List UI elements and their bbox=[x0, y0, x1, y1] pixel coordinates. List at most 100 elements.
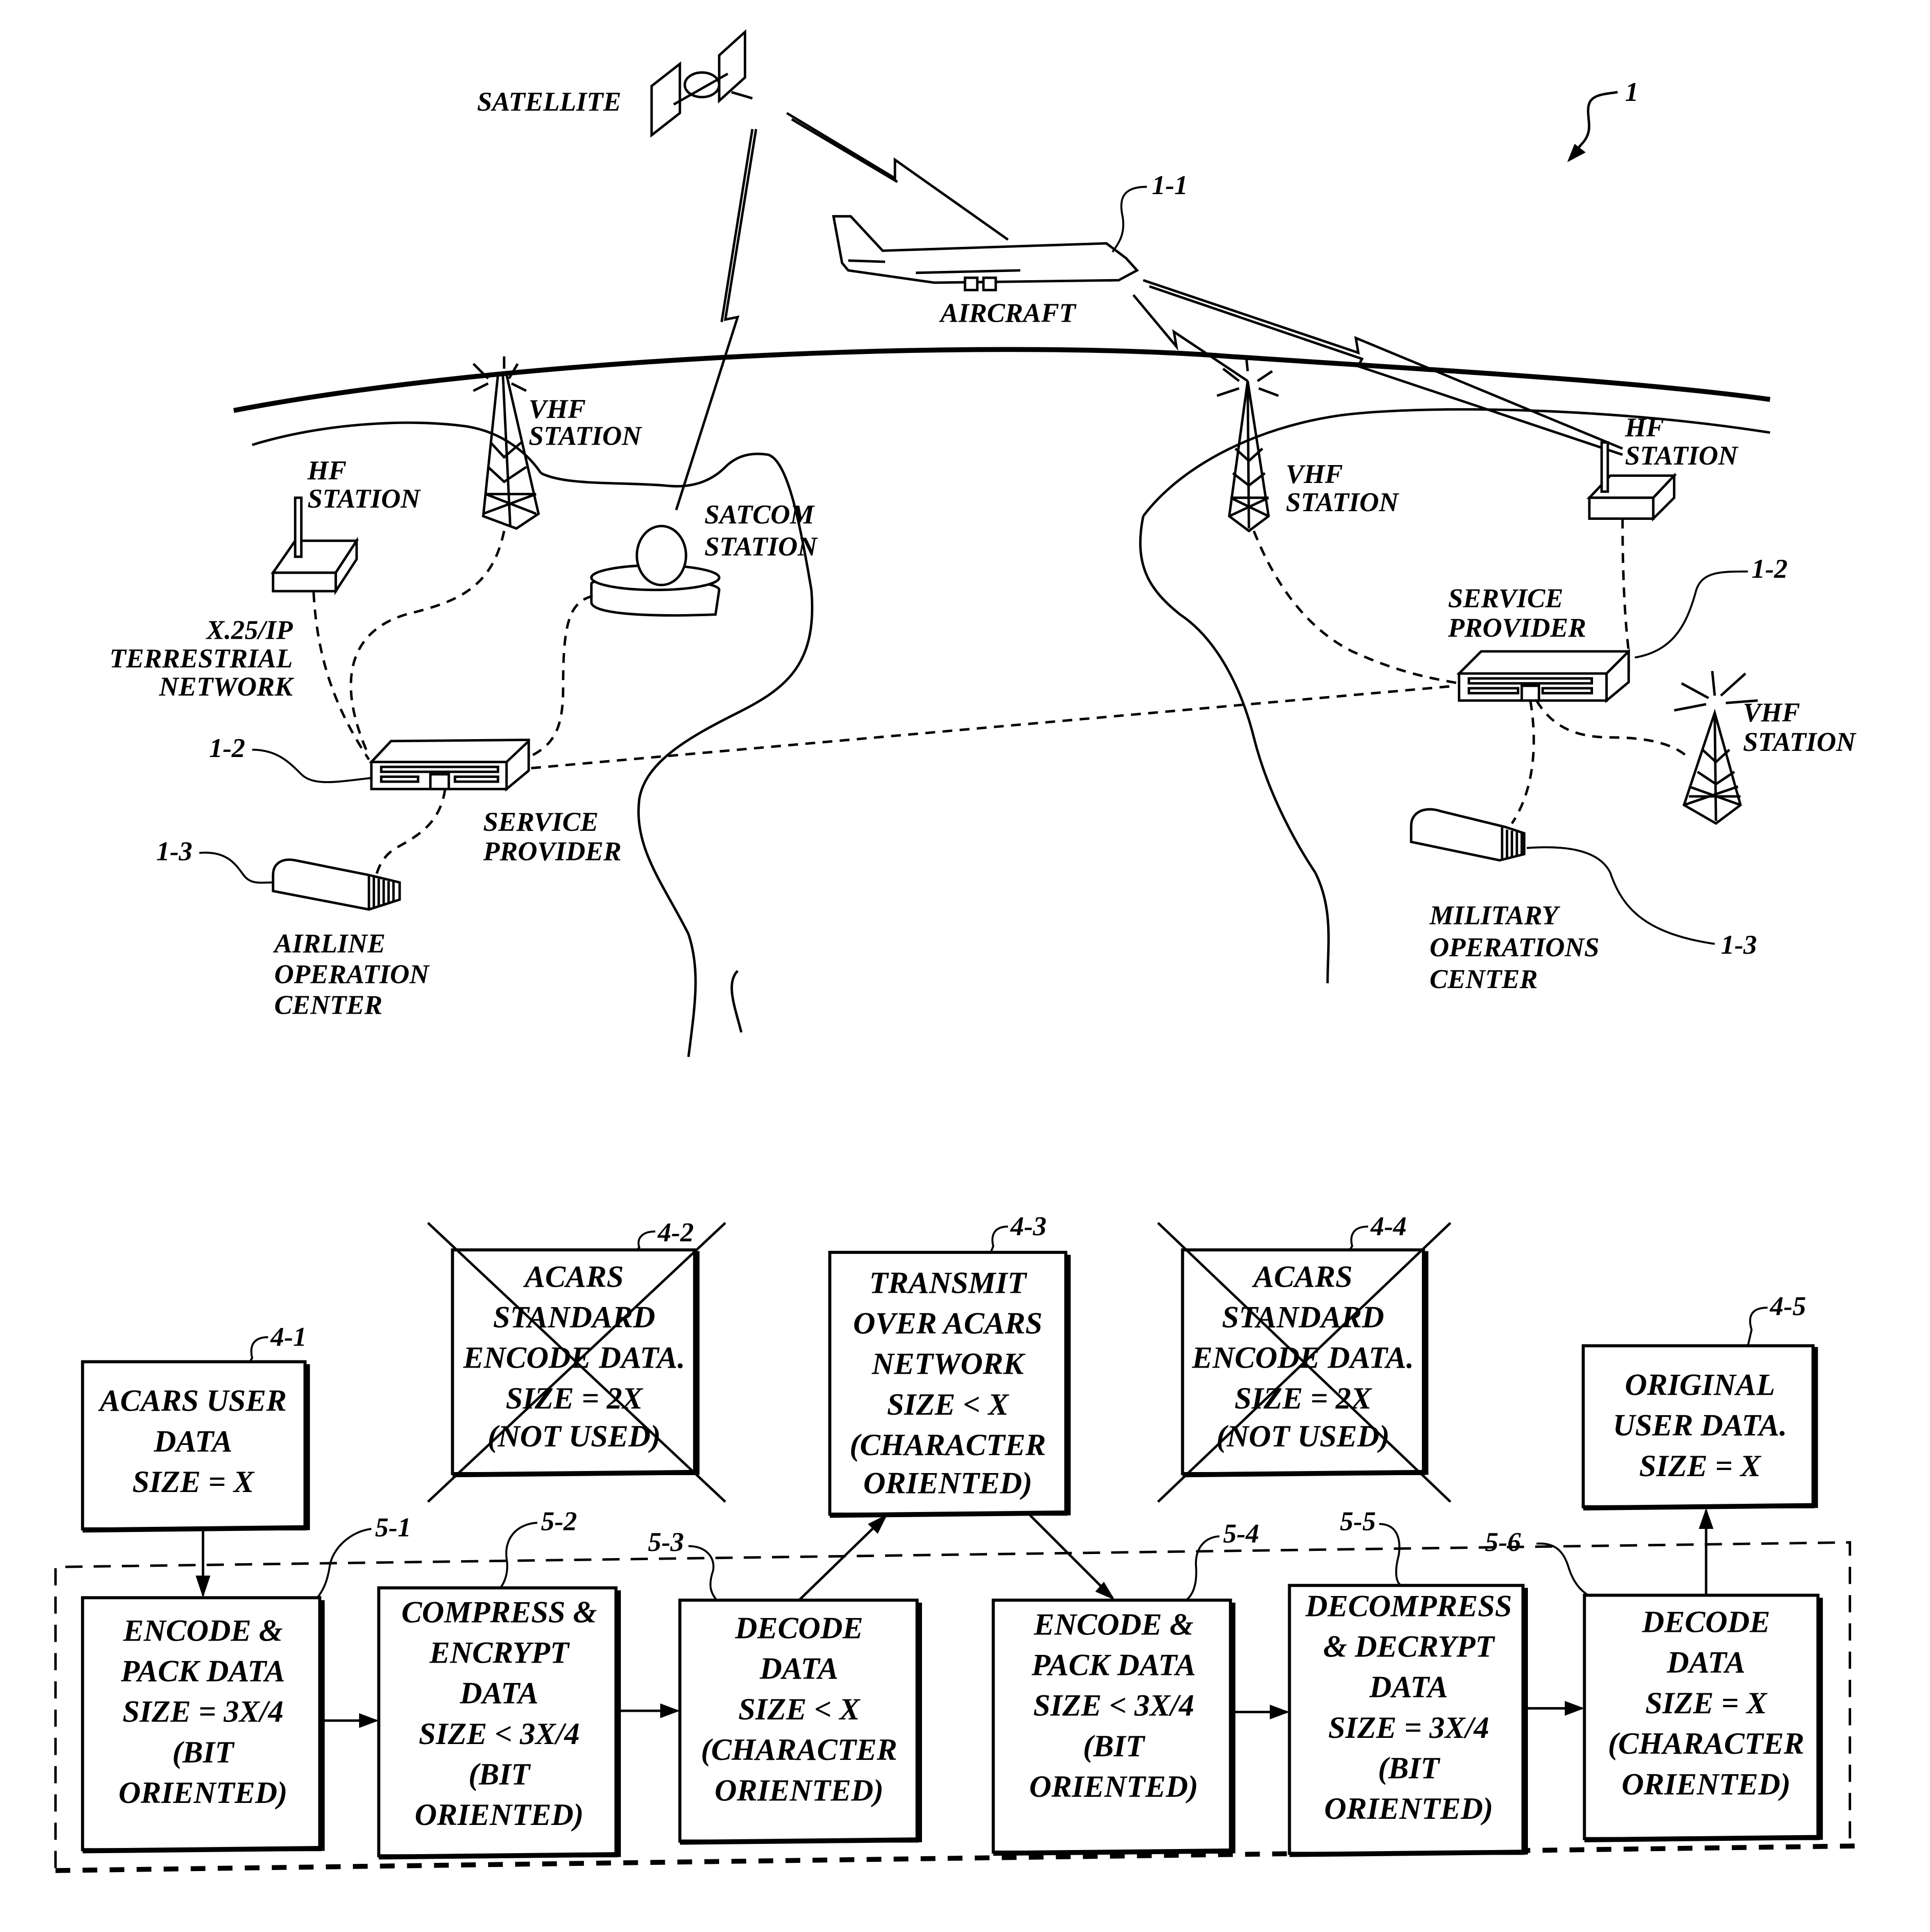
service-provider-right: SERVICE PROVIDER 1-2 bbox=[1448, 554, 1788, 703]
box-4-5: ORIGINAL USER DATA. SIZE = X 4-5 bbox=[1581, 1291, 1818, 1510]
not-used-cross bbox=[1157, 1222, 1452, 1503]
svg-text:MILITARY: MILITARY bbox=[1429, 900, 1561, 930]
svg-text:(BIT: (BIT bbox=[469, 1757, 531, 1791]
satcom-station: SATCOM STATION bbox=[590, 500, 818, 617]
satellite-aircraft-link-inner bbox=[791, 118, 898, 183]
svg-text:DATA: DATA bbox=[459, 1676, 538, 1710]
svg-text:ORIENTED): ORIENTED) bbox=[715, 1773, 884, 1807]
svg-text:STANDARD: STANDARD bbox=[493, 1300, 656, 1334]
satcom-dish-icon bbox=[590, 524, 721, 617]
aircraft-icon bbox=[832, 215, 1139, 291]
svg-text:AIRLINE: AIRLINE bbox=[272, 929, 385, 959]
coastline-left-tail bbox=[730, 970, 743, 1033]
link-provider-to-center-left bbox=[375, 789, 447, 876]
svg-text:STATION: STATION bbox=[1625, 441, 1739, 471]
satellite-aircraft-link bbox=[786, 112, 1009, 241]
hf-station-left: HF STATION bbox=[270, 456, 421, 596]
svg-text:& DECRYPT: & DECRYPT bbox=[1323, 1630, 1495, 1664]
svg-text:(NOT USED): (NOT USED) bbox=[1216, 1419, 1390, 1453]
svg-text:(BIT: (BIT bbox=[1378, 1751, 1440, 1785]
svg-text:USER DATA.: USER DATA. bbox=[1613, 1409, 1787, 1442]
svg-text:ORIENTED): ORIENTED) bbox=[415, 1798, 584, 1832]
svg-text:(CHARACTER: (CHARACTER bbox=[850, 1428, 1046, 1462]
aircraft-hf-link-inner bbox=[1149, 285, 1623, 456]
processing-boundary bbox=[54, 1541, 1852, 1868]
airline-operation-center: AIRLINE OPERATION CENTER 1-3 bbox=[156, 837, 430, 1020]
svg-text:DATA: DATA bbox=[759, 1652, 838, 1686]
svg-text:ENCRYPT: ENCRYPT bbox=[429, 1636, 570, 1670]
svg-text:5-6: 5-6 bbox=[1485, 1527, 1521, 1557]
svg-text:ENCODE &: ENCODE & bbox=[1034, 1607, 1194, 1641]
svg-text:PROVIDER: PROVIDER bbox=[483, 837, 621, 867]
svg-text:SATELLITE: SATELLITE bbox=[477, 87, 621, 117]
svg-text:ENCODE DATA.: ENCODE DATA. bbox=[463, 1341, 685, 1375]
link-satcom-to-provider-left bbox=[530, 595, 593, 757]
aircraft-ref-leader bbox=[1111, 185, 1147, 253]
arrowhead-icon bbox=[195, 1576, 211, 1598]
svg-text:VHF: VHF bbox=[529, 394, 585, 424]
svg-text:5-4: 5-4 bbox=[1223, 1519, 1259, 1548]
svg-text:DATA: DATA bbox=[1666, 1646, 1745, 1679]
svg-text:SERVICE: SERVICE bbox=[483, 807, 598, 837]
box-5-5: DECOMPRESS & DECRYPT DATA SIZE = 3X/4 (B… bbox=[1288, 1506, 1528, 1857]
svg-text:PROVIDER: PROVIDER bbox=[1448, 613, 1586, 643]
svg-text:(CHARACTER: (CHARACTER bbox=[701, 1733, 897, 1767]
svg-text:(NOT USED): (NOT USED) bbox=[488, 1419, 661, 1453]
box-4-2: ACARS STANDARD ENCODE DATA. SIZE = 2X (N… bbox=[427, 1217, 726, 1503]
svg-text:STATION: STATION bbox=[704, 532, 818, 562]
network-illustration: 1 SATELLITE bbox=[110, 29, 1857, 1057]
service-provider-left: SERVICE PROVIDER 1-2 bbox=[209, 733, 621, 867]
svg-text:SATCOM: SATCOM bbox=[704, 500, 815, 530]
svg-text:SIZE = 2X: SIZE = 2X bbox=[506, 1381, 643, 1415]
coastline-right-top bbox=[1142, 408, 1771, 517]
link-provider-to-provider bbox=[531, 684, 1457, 770]
arrowhead-icon bbox=[1567, 143, 1586, 162]
svg-text:SIZE < 3X/4: SIZE < 3X/4 bbox=[1033, 1689, 1194, 1723]
box-4-1: ACARS USER DATA SIZE = X 4-1 bbox=[81, 1322, 310, 1533]
vhf-tower-left: VHF STATION bbox=[472, 356, 642, 530]
link-vhf-to-provider-left bbox=[349, 531, 506, 757]
svg-text:1-1: 1-1 bbox=[1152, 171, 1188, 200]
svg-text:STANDARD: STANDARD bbox=[1222, 1300, 1384, 1334]
link-vhf-to-provider-right bbox=[1252, 530, 1460, 685]
svg-text:ORIENTED): ORIENTED) bbox=[1324, 1792, 1493, 1825]
svg-text:5-1: 5-1 bbox=[375, 1513, 411, 1542]
svg-text:VHF: VHF bbox=[1286, 459, 1342, 489]
svg-text:SIZE < X: SIZE < X bbox=[887, 1388, 1010, 1421]
operations-center-ref-leader bbox=[199, 851, 274, 884]
flow-diagram: ACARS USER DATA SIZE = X 4-1 ACARS STAND… bbox=[54, 1211, 1856, 1873]
svg-text:OPERATION: OPERATION bbox=[274, 960, 430, 990]
box-5-6: DECODE DATA SIZE = X (CHARACTER ORIENTED… bbox=[1485, 1527, 1823, 1842]
hf-station-right: HF STATION bbox=[1586, 413, 1739, 522]
svg-text:ENCODE DATA.: ENCODE DATA. bbox=[1191, 1341, 1414, 1375]
svg-text:4-3: 4-3 bbox=[1010, 1211, 1046, 1241]
server-icon bbox=[369, 738, 530, 792]
coastline-left-top bbox=[251, 421, 542, 474]
svg-text:OPERATIONS: OPERATIONS bbox=[1430, 933, 1599, 962]
svg-text:COMPRESS &: COMPRESS & bbox=[402, 1595, 597, 1629]
svg-text:DATA: DATA bbox=[153, 1424, 232, 1458]
svg-text:STATION: STATION bbox=[307, 484, 421, 514]
svg-text:NETWORK: NETWORK bbox=[871, 1347, 1026, 1381]
coastline-left bbox=[540, 452, 813, 1057]
svg-text:DATA: DATA bbox=[1369, 1670, 1448, 1704]
link-hf-to-provider-right bbox=[1621, 518, 1630, 652]
link-hf-to-provider-left bbox=[312, 592, 370, 761]
link-provider-to-vhf-right bbox=[1535, 700, 1688, 757]
svg-text:5-5: 5-5 bbox=[1340, 1506, 1376, 1536]
flow-arrows bbox=[195, 1508, 1714, 1728]
not-used-cross bbox=[427, 1222, 726, 1503]
service-provider-ref-leader bbox=[252, 748, 372, 783]
svg-text:SIZE = X: SIZE = X bbox=[1645, 1686, 1768, 1720]
box-5-2: COMPRESS & ENCRYPT DATA SIZE < 3X/4 (BIT… bbox=[377, 1506, 621, 1860]
vhf-tower-right-lower: VHF STATION bbox=[1674, 670, 1857, 825]
svg-text:SIZE = 2X: SIZE = 2X bbox=[1234, 1381, 1372, 1415]
svg-text:HF: HF bbox=[1625, 413, 1664, 443]
hangar-icon bbox=[1410, 808, 1526, 862]
arrow-5-3-to-4-3 bbox=[798, 1516, 886, 1601]
svg-text:NETWORK: NETWORK bbox=[159, 672, 295, 702]
svg-text:PACK DATA: PACK DATA bbox=[1031, 1648, 1196, 1682]
vhf-tower-right-upper: VHF STATION bbox=[1216, 359, 1399, 533]
hf-station-icon bbox=[270, 496, 359, 596]
svg-text:4-5: 4-5 bbox=[1770, 1291, 1806, 1321]
